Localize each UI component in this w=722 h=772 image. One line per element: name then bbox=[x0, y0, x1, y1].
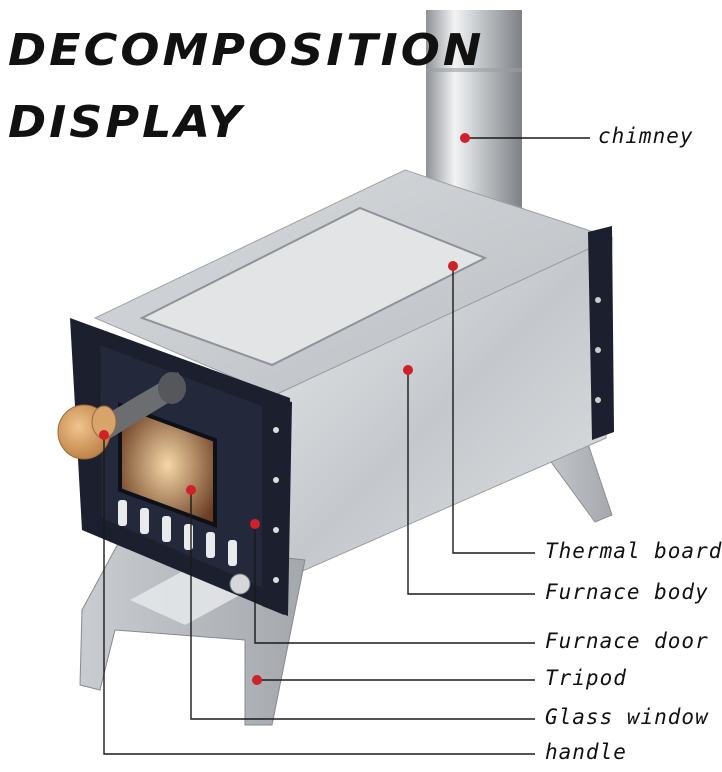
label-handle: handle bbox=[545, 740, 627, 764]
heading-line-2: DISPLAY bbox=[8, 96, 245, 148]
label-furnace-door: Furnace door bbox=[545, 629, 709, 653]
door-handle bbox=[57, 372, 186, 460]
label-tripod: Tripod bbox=[545, 666, 627, 690]
furnace-body-marker-dot bbox=[403, 365, 413, 375]
hinge-bracket bbox=[262, 396, 292, 616]
label-furnace-body: Furnace body bbox=[545, 580, 709, 604]
handle-marker-dot bbox=[99, 430, 109, 440]
latch-knob bbox=[229, 573, 251, 595]
heading-line-1: DECOMPOSITION bbox=[8, 24, 485, 76]
tripod-marker-dot bbox=[252, 675, 262, 685]
label-chimney: chimney bbox=[598, 124, 694, 148]
label-glass-window: Glass window bbox=[545, 705, 709, 729]
thermal-board-plate bbox=[139, 206, 488, 367]
label-thermal-board: Thermal board bbox=[545, 539, 722, 563]
glass-window-marker-dot bbox=[186, 485, 196, 495]
rear-bracket bbox=[588, 226, 614, 440]
thermal-board-marker-dot bbox=[448, 261, 458, 271]
marker-dots bbox=[99, 133, 470, 685]
furnace-door-marker-dot bbox=[250, 519, 260, 529]
leader-lines bbox=[103, 137, 590, 755]
chimney-marker-dot bbox=[460, 133, 470, 143]
